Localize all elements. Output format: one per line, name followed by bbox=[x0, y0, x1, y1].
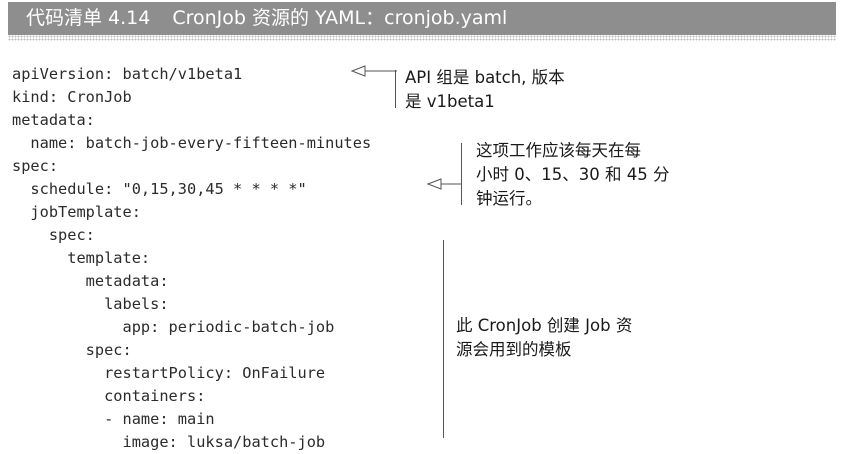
annotation-line: 此 CronJob 创建 Job 资 bbox=[456, 316, 633, 335]
annotation-line: 小时 0、15、30 和 45 分 bbox=[476, 165, 670, 184]
code-line: app: periodic-batch-job bbox=[12, 318, 335, 336]
template-annotation: 此 CronJob 创建 Job 资 源会用到的模板 bbox=[456, 314, 632, 362]
code-line: - name: main bbox=[12, 410, 215, 428]
code-line: spec: bbox=[12, 226, 95, 244]
listing-number: 4.14 bbox=[108, 7, 151, 29]
template-bracket bbox=[443, 240, 444, 438]
annotation-line: API 组是 batch, 版本 bbox=[405, 68, 565, 87]
code-line: spec: bbox=[12, 157, 59, 175]
code-line: apiVersion: batch/v1beta1 bbox=[12, 65, 243, 83]
code-line: kind: CronJob bbox=[12, 88, 132, 106]
code-line: restartPolicy: OnFailure bbox=[12, 364, 326, 382]
code-line: image: luksa/batch-job bbox=[12, 433, 326, 451]
annotation-line: 这项工作应该每天在每 bbox=[476, 141, 641, 160]
api-group-arrow-icon bbox=[350, 65, 397, 77]
annotation-line: 钟运行。 bbox=[476, 189, 542, 208]
schedule-annotation: 这项工作应该每天在每 小时 0、15、30 和 45 分 钟运行。 bbox=[476, 139, 669, 211]
code-line: labels: bbox=[12, 295, 169, 313]
code-line: metadata: bbox=[12, 111, 95, 129]
listing-title: CronJob 资源的 YAML：cronjob.yaml bbox=[172, 7, 508, 29]
annotation-line: 源会用到的模板 bbox=[456, 340, 572, 359]
title-dotted-shadow bbox=[8, 35, 836, 41]
code-line: containers: bbox=[12, 387, 206, 405]
code-line: name: batch-job-every-fifteen-minutes bbox=[12, 134, 372, 152]
code-line: metadata: bbox=[12, 272, 169, 290]
code-line: jobTemplate: bbox=[12, 203, 141, 221]
code-line: template: bbox=[12, 249, 151, 267]
yaml-code-block: apiVersion: batch/v1beta1 kind: CronJob me… bbox=[12, 63, 371, 454]
listing-label: 代码清单 bbox=[26, 7, 103, 29]
schedule-bracket bbox=[461, 143, 462, 205]
code-line: schedule: "0,15,30,45 * * * *" bbox=[12, 180, 307, 198]
annotation-line: 是 v1beta1 bbox=[405, 92, 495, 111]
api-group-bracket bbox=[395, 70, 396, 108]
api-group-annotation: API 组是 batch, 版本 是 v1beta1 bbox=[405, 66, 565, 114]
schedule-arrow-icon bbox=[426, 178, 462, 190]
code-line: spec: bbox=[12, 341, 132, 359]
